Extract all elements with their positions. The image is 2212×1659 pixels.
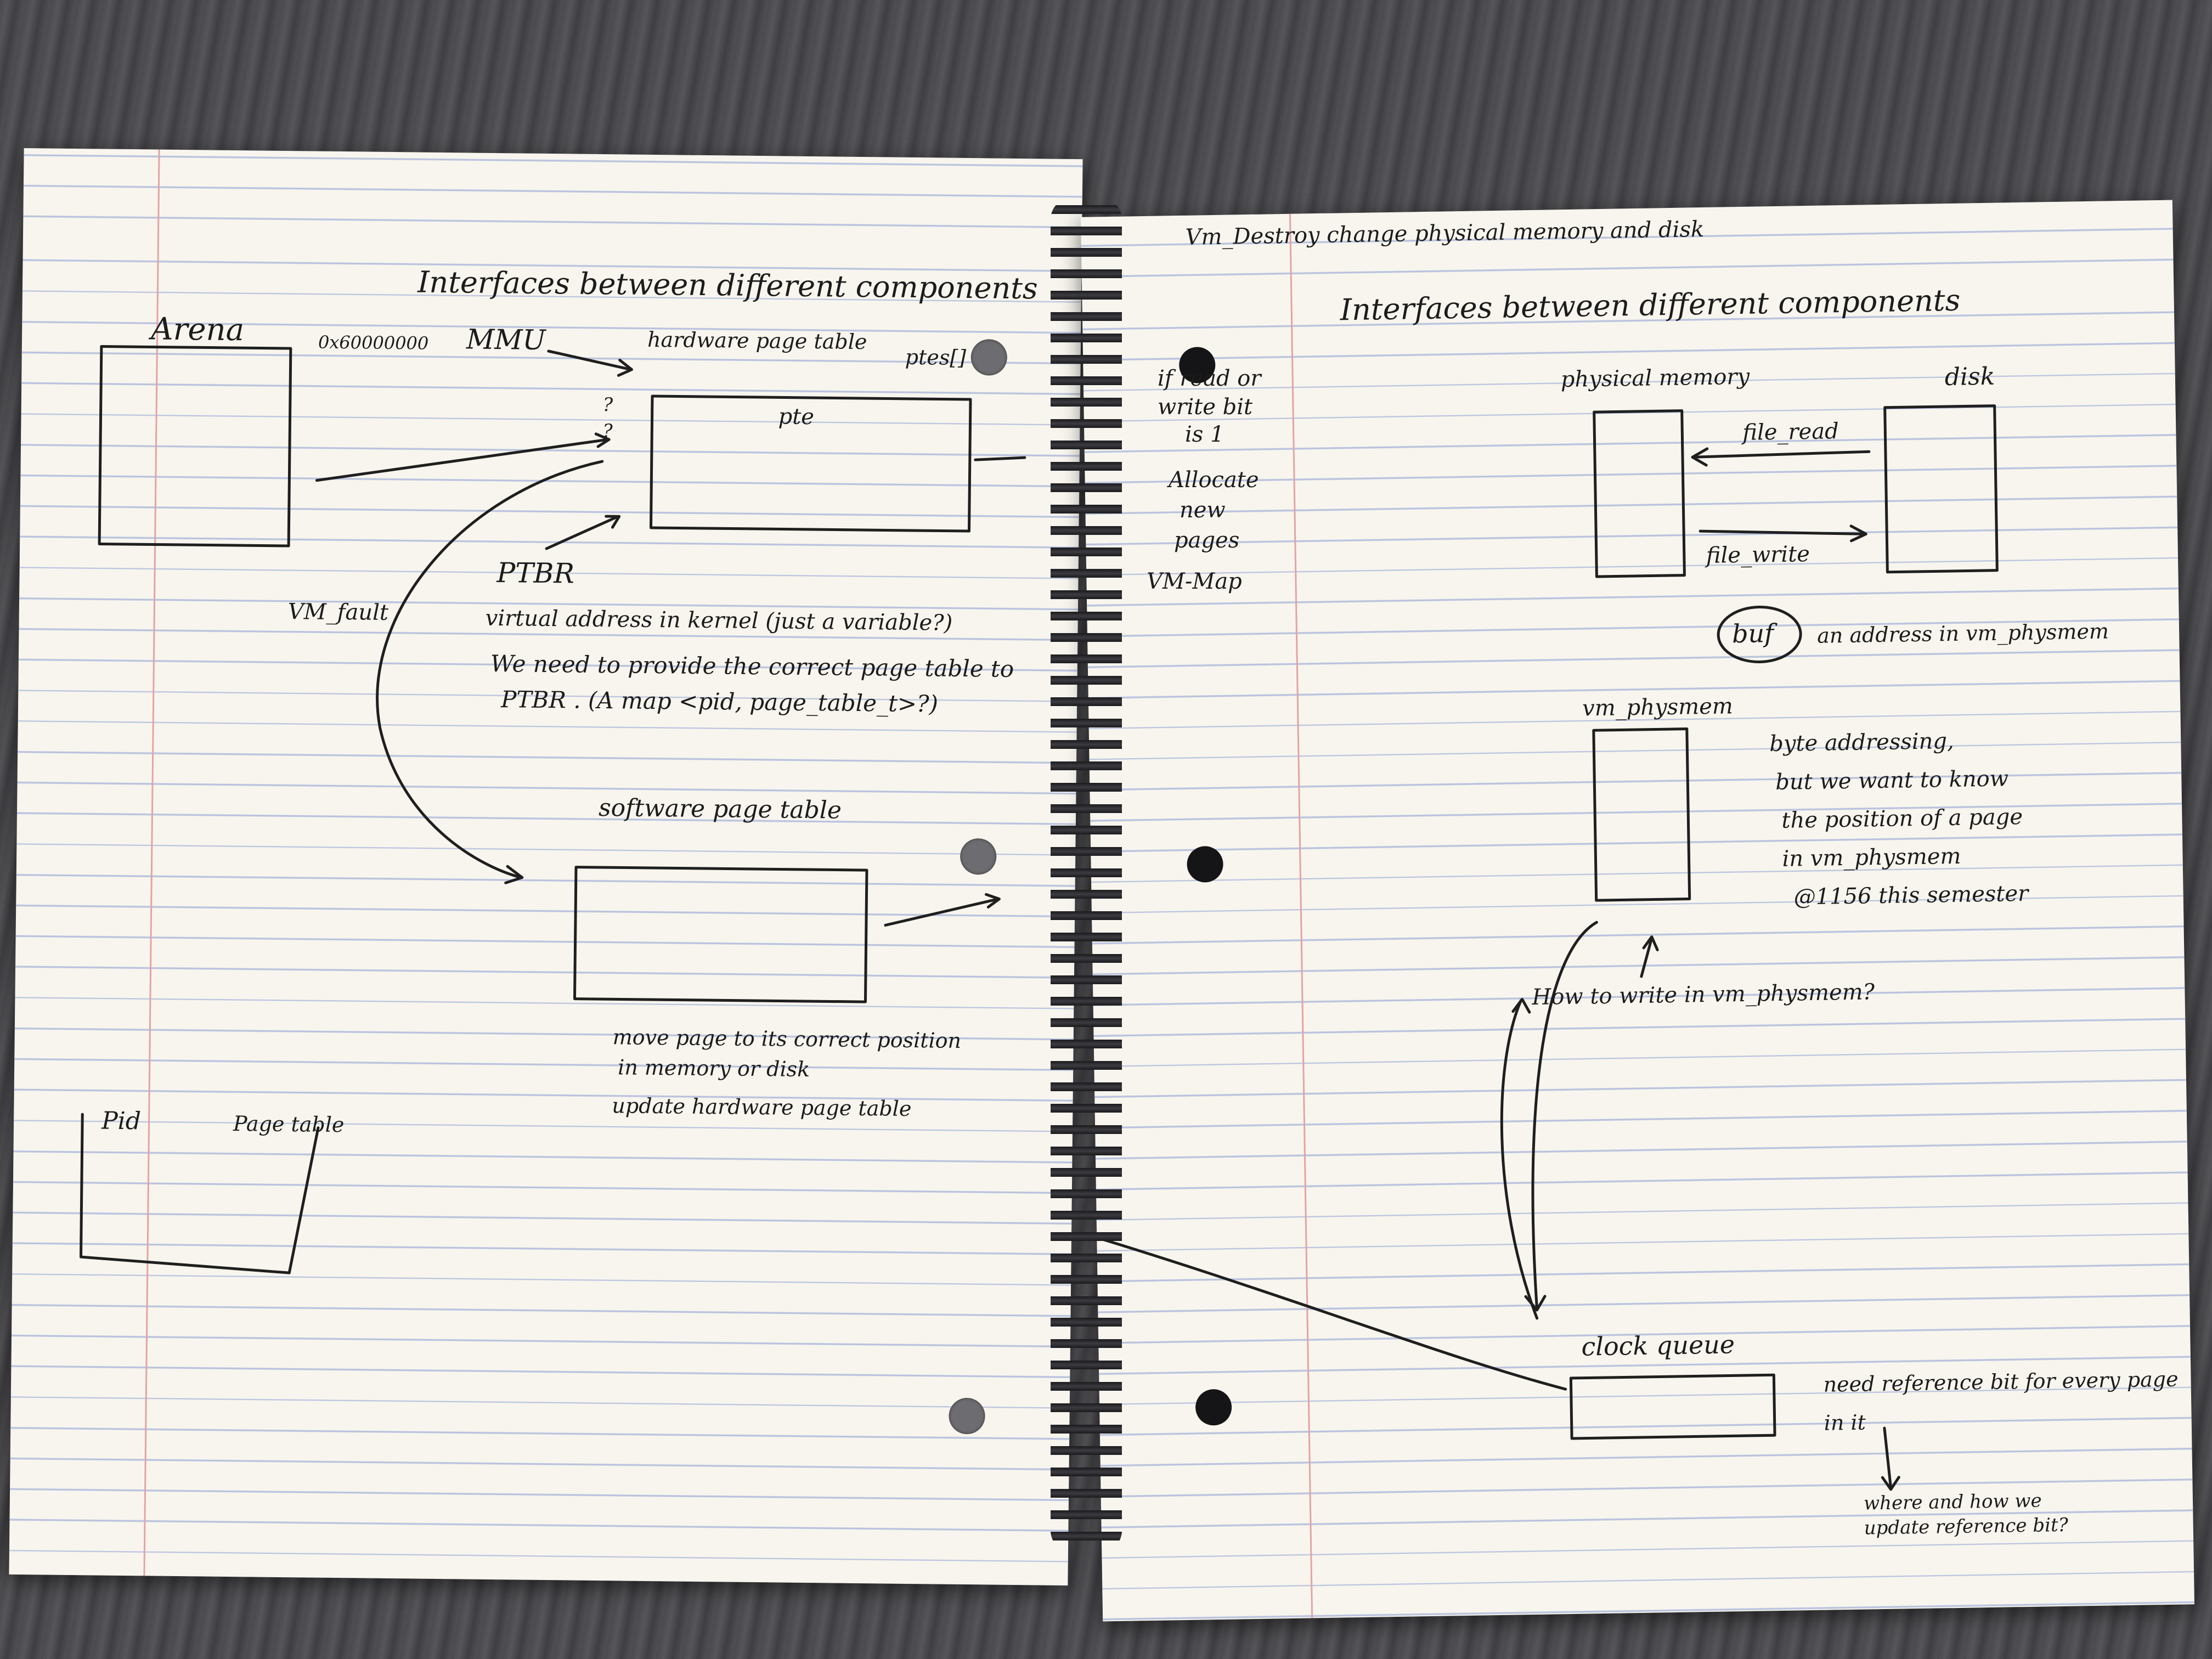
where-note-line2: update reference bit? — [1864, 1514, 2069, 1539]
pid-label: Pid — [101, 1107, 142, 1136]
byte-note-line1: byte addressing, — [1769, 728, 1955, 757]
ptbr-label: PTBR — [496, 557, 575, 590]
question-mark: ? — [602, 420, 613, 443]
reference-bit-note-line1: need reference bit for every page — [1823, 1367, 2179, 1397]
vm-map-label: VM-Map — [1147, 569, 1242, 594]
clock-queue-left-arrow — [1081, 1207, 1567, 1391]
file-read-label: file_read — [1742, 419, 1839, 445]
mmu-label: MMU — [466, 323, 546, 356]
buf-label: buf — [1731, 618, 1774, 649]
clock-queue-box — [1569, 1373, 1776, 1440]
file-write-arrow — [1699, 524, 1867, 543]
left-page-drawings — [80, 345, 1026, 1274]
buf-note: an address in vm_physmem — [1816, 619, 2109, 648]
condition-note-line3: is 1 — [1185, 422, 1224, 447]
condition-note-line2: write bit — [1158, 394, 1253, 420]
vm-physmem-box — [1592, 727, 1691, 902]
arena-label: Arena — [150, 311, 245, 348]
hardware-page-table-box — [649, 394, 972, 533]
pte-label: pte — [778, 404, 815, 430]
disk-label: disk — [1944, 362, 1995, 392]
provide-note-line2: PTBR . (A map <pid, page_table_t>?) — [500, 686, 939, 718]
physical-memory-box — [1593, 409, 1686, 578]
clock-queue-up-arrow — [1500, 997, 1539, 1320]
buf-circle — [1717, 605, 1802, 663]
software-page-table-label: software page table — [598, 794, 842, 825]
spiral-binding — [1051, 198, 1122, 1553]
arena-box — [98, 345, 292, 548]
page-table-label: Page table — [233, 1111, 345, 1137]
mmu-arrow — [547, 349, 634, 377]
byte-note-line3: the position of a page — [1781, 804, 2023, 833]
clock-queue-down-arrow — [1524, 921, 1598, 1312]
allocate-note-line3: pages — [1174, 528, 1240, 553]
how-to-write-arrow — [1640, 935, 1659, 978]
address-label: 0x60000000 — [318, 331, 429, 354]
reference-bit-arrow — [1881, 1426, 1900, 1491]
condition-note-line1: if read or — [1158, 366, 1261, 391]
file-read-arrow — [1691, 447, 1871, 467]
reference-bit-note-line2: in it — [1824, 1410, 1866, 1435]
where-note-line1: where and how we — [1863, 1489, 2042, 1515]
move-note-line2: in memory or disk — [617, 1055, 810, 1082]
ptbr-arrow — [545, 515, 621, 550]
vm-fault-label: VM_fault — [287, 599, 389, 625]
hardware-page-table-label: hardware page table — [647, 327, 867, 354]
vm-fault-arrow — [376, 460, 604, 884]
move-note-line1: move page to its correct position — [612, 1025, 962, 1053]
pte-out-line — [974, 456, 1026, 461]
left-notebook-page: Interfaces between different components … — [9, 148, 1083, 1586]
byte-note-line2: but we want to know — [1775, 766, 2009, 795]
file-write-label: file_write — [1706, 541, 1810, 568]
provide-note-line1: We need to provide the correct page tabl… — [490, 650, 1014, 682]
allocate-note-line1: Allocate — [1169, 467, 1259, 493]
software-page-table-box — [573, 866, 868, 1003]
allocate-note-line2: new — [1180, 498, 1226, 523]
pid-page-table-box — [80, 1113, 320, 1274]
question-mark: ? — [602, 394, 613, 416]
software-table-out-arrow — [884, 893, 1001, 927]
byte-note-line4: in vm_physmem — [1782, 843, 1961, 872]
physical-memory-label: physical memory — [1560, 364, 1750, 393]
how-to-write-note: How to write in vm_physmem? — [1532, 979, 1875, 1011]
left-page-title: Interfaces between different components — [417, 264, 1038, 306]
clock-queue-label: clock queue — [1581, 1329, 1735, 1362]
update-note: update hardware page table — [612, 1093, 912, 1121]
vm-physmem-label: vm_physmem — [1582, 693, 1734, 721]
disk-box — [1883, 404, 1999, 574]
arena-to-pte-arrow — [315, 432, 611, 482]
ptes-label: ptes[] — [905, 345, 967, 370]
byte-note-line5: @1156 this semester — [1793, 881, 2029, 910]
virtual-address-note: virtual address in kernel (just a variab… — [485, 605, 953, 636]
